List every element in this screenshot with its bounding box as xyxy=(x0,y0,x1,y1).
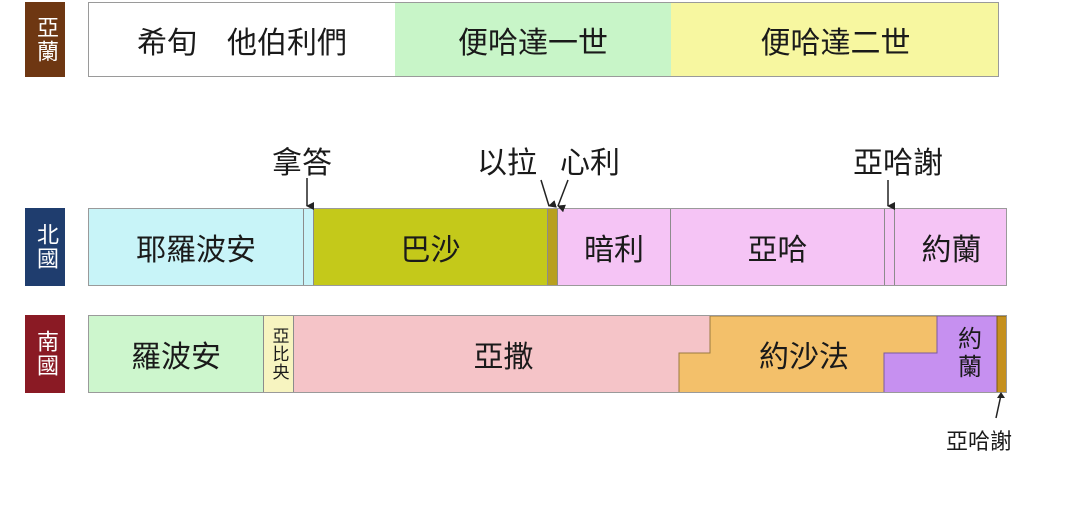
south-timeline-bar: 羅波安 亞比央 亞撒 約沙法 約蘭 xyxy=(88,315,1007,393)
callout-nadab-label: 拿答 xyxy=(272,146,332,181)
aram-segment-benhadad-1: 便哈達一世 xyxy=(395,3,671,76)
south-ahaziah-shape xyxy=(996,316,1006,392)
south-segment-jehoram: 約蘭 xyxy=(953,326,982,382)
row-tag-north: 北國 xyxy=(25,208,65,286)
arrow-elah xyxy=(540,179,557,208)
north-segment-ahab: 亞哈 xyxy=(670,209,884,285)
south-segment-rehoboam: 羅波安 xyxy=(89,316,263,392)
callout-elah-label: 以拉 xyxy=(477,146,537,181)
north-segment-baasha: 巴沙 xyxy=(313,209,547,285)
aram-timeline-bar: 希旬 他伯利們 便哈達一世 便哈達二世 xyxy=(88,2,999,77)
south-segment-abijam: 亞比央 xyxy=(263,316,293,392)
callout-ahaziah-south-label: 亞哈謝 xyxy=(946,430,1013,455)
south-segment-jehoshaphat: 約沙法 xyxy=(759,340,849,375)
north-segment-nadab xyxy=(303,209,313,285)
aram-segment-benhadad-2: 便哈達二世 xyxy=(671,3,998,76)
arrow-zimri xyxy=(557,179,569,213)
north-segment-joram: 約蘭 xyxy=(894,209,1006,285)
south-step-shapes xyxy=(678,316,1006,392)
south-jehoram-shape xyxy=(883,316,998,392)
row-tag-aram: 亞蘭 xyxy=(25,2,65,77)
north-segment-omri: 暗利 xyxy=(557,209,670,285)
north-segment-ahaziah xyxy=(884,209,894,285)
arrow-ahaziah-south xyxy=(995,394,1002,419)
callout-zimri-label: 心利 xyxy=(560,146,620,181)
north-timeline-bar: 耶羅波安 巴沙 暗利 亞哈 約蘭 xyxy=(88,208,1007,286)
aram-segment-hezion-tabrimmon: 希旬 他伯利們 xyxy=(89,3,395,76)
north-segment-elah-zimri xyxy=(547,209,557,285)
callout-ahaziah-north-label: 亞哈謝 xyxy=(853,146,943,181)
north-segment-jeroboam: 耶羅波安 xyxy=(89,209,303,285)
row-tag-south: 南國 xyxy=(25,315,65,393)
south-segment-asa: 亞撒 xyxy=(293,316,713,392)
